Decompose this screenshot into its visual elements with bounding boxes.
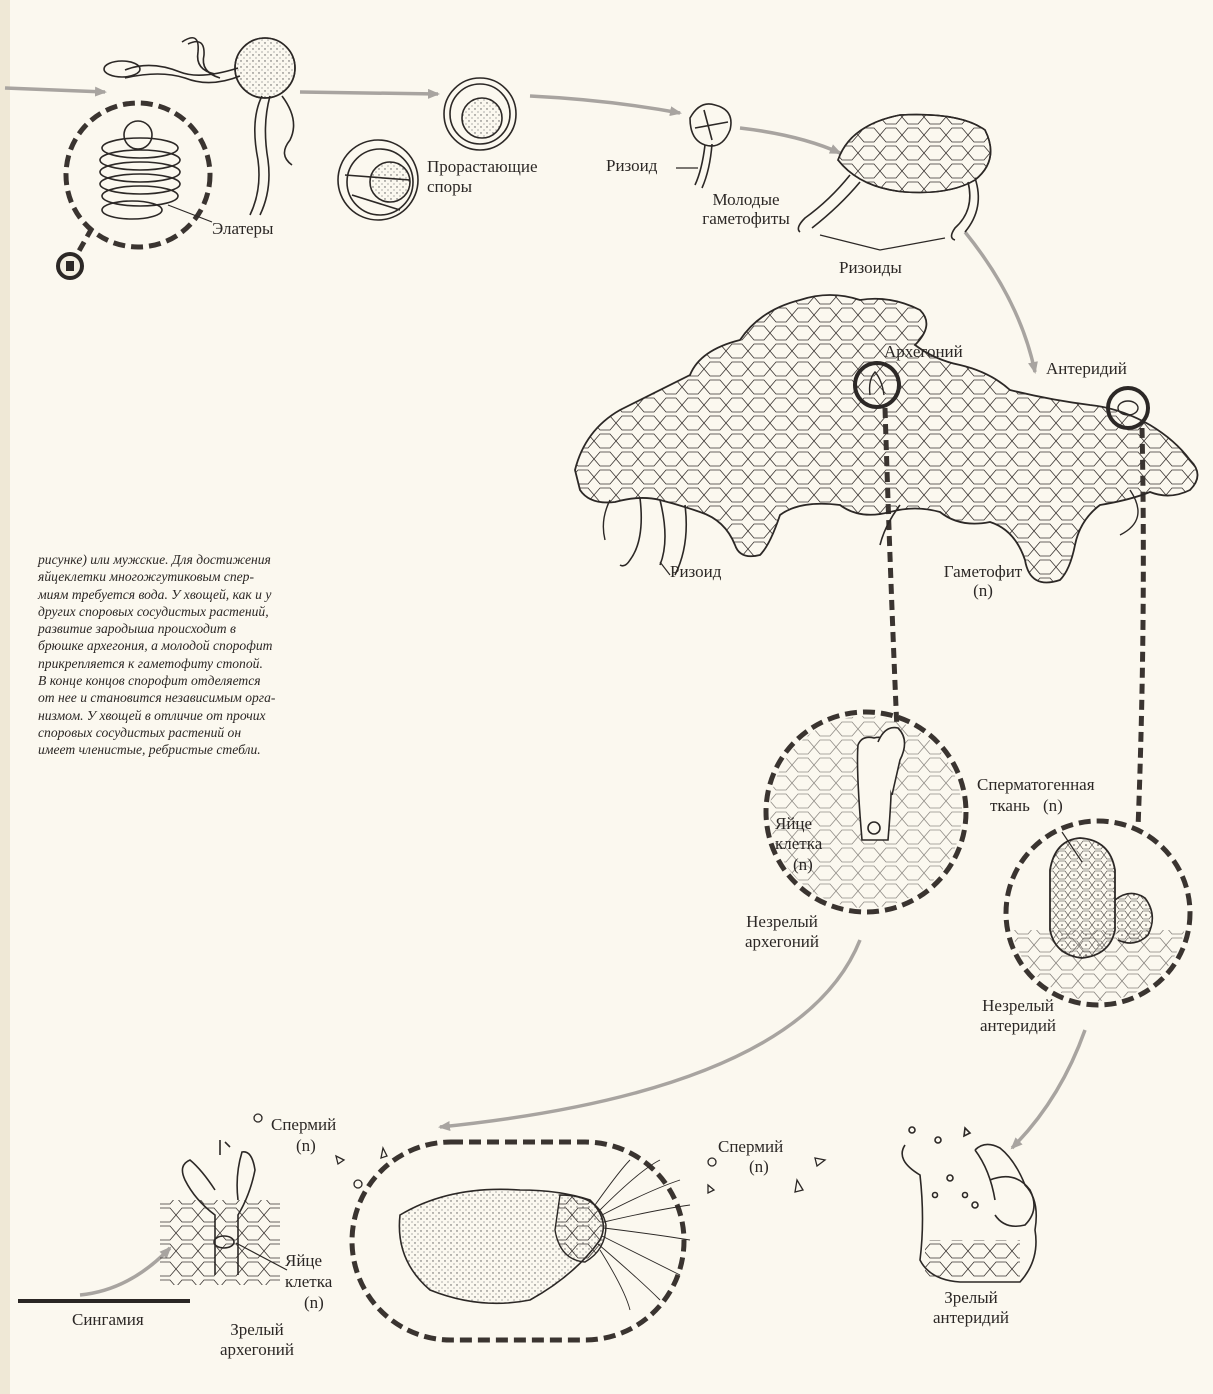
young-gametophytes-cluster xyxy=(798,115,990,250)
spore-with-elaters xyxy=(104,38,295,215)
label-sperm-right-2: (n) xyxy=(749,1157,769,1177)
label-egg-cell-mature-2: клетка xyxy=(285,1272,332,1292)
label-rhizoid-young: Ризоид xyxy=(606,156,657,176)
arrow-syngamy xyxy=(80,1248,170,1295)
caption-line: других споровых сосудистых растений, xyxy=(38,603,398,620)
caption-line: имеет членистые, ребристые стебли. xyxy=(38,741,398,758)
label-germinating-spores-1: Прорастающие xyxy=(427,157,537,177)
caption-line: рисунке) или мужские. Для достижения xyxy=(38,551,398,568)
label-sperm-right-1: Спермий xyxy=(718,1137,783,1157)
label-spermatogenous-tissue-2: ткань xyxy=(990,796,1030,816)
label-germinating-spores-2: споры xyxy=(427,177,472,197)
young-gametophyte xyxy=(676,104,731,188)
arrow-incoming xyxy=(5,88,105,92)
label-egg-cell-mature-3: (n) xyxy=(304,1293,324,1313)
label-spermatogenous-tissue-1: Сперматогенная xyxy=(977,775,1095,795)
label-gametophyte-ploidy: (n) xyxy=(928,581,1038,601)
label-immature-archegonium-1: Незрелый xyxy=(727,912,837,932)
label-mature-antheridium-2: антеридий xyxy=(916,1308,1026,1328)
elater-magnified-circle xyxy=(66,103,212,247)
caption-line: от нее и становится независимым орга- xyxy=(38,689,398,706)
mature-antheridium-drawing xyxy=(902,1127,1036,1282)
label-antheridium: Антеридий xyxy=(1046,359,1127,379)
label-mature-antheridium-1: Зрелый xyxy=(916,1288,1026,1308)
label-mature-archegonium-1: Зрелый xyxy=(202,1320,312,1340)
caption-line: низмом. У хвощей в отличие от прочих xyxy=(38,707,398,724)
label-egg-cell-immature-1: Яйце xyxy=(775,814,812,834)
caption-line: миям требуется вода. У хвощей, как и у xyxy=(38,586,398,603)
arrow-to-young-gametophyte xyxy=(530,96,680,113)
arrow-antheridium-mature xyxy=(1012,1030,1085,1148)
label-sperm-left-1: Спермий xyxy=(271,1115,336,1135)
label-rhizoids: Ризоиды xyxy=(839,258,902,278)
fertilization-capsule xyxy=(352,1142,690,1340)
caption-line: споровых сосудистых растений он xyxy=(38,724,398,741)
label-archegonium: Архегоний xyxy=(884,342,963,362)
label-young-gametophytes-1: Молодые xyxy=(696,190,796,210)
label-egg-cell-mature-1: Яйце xyxy=(285,1251,322,1271)
arrow-archegonium-to-fertilization xyxy=(440,940,860,1127)
label-rhizoid-gametophyte: Ризоид xyxy=(670,562,721,582)
label-syngamy: Сингамия xyxy=(72,1310,144,1330)
label-elaters: Элатеры xyxy=(212,219,273,239)
germinating-spore-1 xyxy=(444,78,516,150)
immature-antheridium-circle xyxy=(1006,821,1190,1010)
label-egg-cell-immature-2: клетка xyxy=(775,834,822,854)
caption-line: развитие зародыша происходит в xyxy=(38,620,398,637)
arrow-to-gametophyte xyxy=(740,128,840,153)
label-spermatogenous-tissue-ploidy: (n) xyxy=(1043,796,1063,816)
label-immature-archegonium-2: архегоний xyxy=(727,932,837,952)
label-gametophyte: Гаметофит xyxy=(928,562,1038,582)
mature-archegonium-drawing xyxy=(160,1140,287,1285)
caption-line: В конце концов спорофит отделяется xyxy=(38,672,398,689)
label-young-gametophytes-2: гаметофиты xyxy=(696,209,796,229)
arrow-to-spores xyxy=(300,92,438,94)
label-mature-archegonium-2: архегоний xyxy=(202,1340,312,1360)
sperm-with-flagella xyxy=(399,1160,690,1310)
spore-tiny-circle xyxy=(58,254,82,278)
label-egg-cell-immature-3: (n) xyxy=(793,855,813,875)
arrow-down-to-antheridium xyxy=(965,232,1035,372)
label-immature-antheridium-2: антеридий xyxy=(963,1016,1073,1036)
mature-gametophyte xyxy=(575,295,1198,583)
germinating-spore-2 xyxy=(338,140,418,220)
immature-archegonium-circle xyxy=(766,712,966,912)
caption-line: прикрепляется к гаметофиту стопой. xyxy=(38,655,398,672)
caption-paragraph: рисунке) или мужские. Для достижения яйц… xyxy=(38,551,398,759)
caption-line: яйцеклетки многожгутиковым спер- xyxy=(38,568,398,585)
label-immature-antheridium-1: Незрелый xyxy=(963,996,1073,1016)
label-sperm-left-2: (n) xyxy=(296,1136,316,1156)
caption-line: брюшке архегония, а молодой спорофит xyxy=(38,637,398,654)
